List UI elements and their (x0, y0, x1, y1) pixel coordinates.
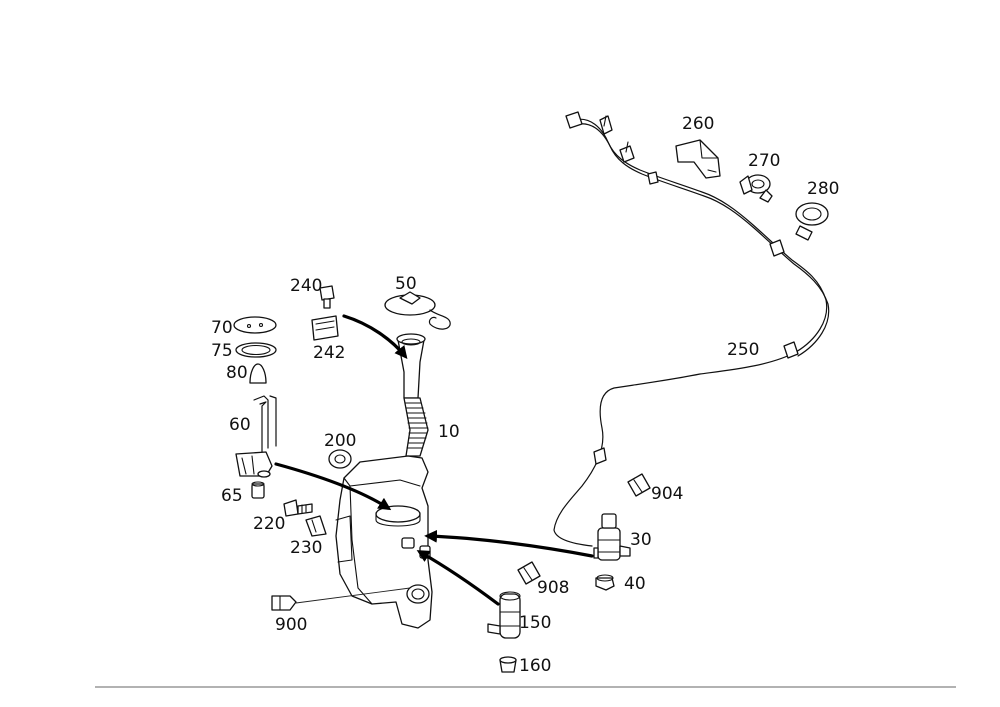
connector-904 (627, 473, 651, 497)
callout-50: 50 (395, 274, 417, 294)
level-sensor-240 (319, 285, 335, 309)
clamp-280 (795, 202, 829, 241)
seal-242 (311, 315, 339, 341)
grommet-40 (595, 574, 615, 591)
connector-900 (271, 587, 411, 611)
callout-260: 260 (682, 114, 714, 134)
callout-40: 40 (624, 574, 646, 594)
callout-270: 270 (748, 151, 780, 171)
callout-30: 30 (630, 530, 652, 550)
bolt-220 (283, 499, 313, 517)
seal-ring-75 (235, 342, 277, 358)
washer-pump-150 (487, 591, 521, 639)
cover-70 (233, 316, 277, 334)
hose-harness-250 (553, 111, 830, 547)
callout-200: 200 (324, 431, 356, 451)
filter-65 (251, 481, 265, 499)
callout-60: 60 (229, 415, 251, 435)
filler-cap-50 (384, 291, 451, 330)
callout-10: 10 (438, 422, 460, 442)
callout-65: 65 (221, 486, 243, 506)
callout-908: 908 (537, 578, 569, 598)
callout-240: 240 (290, 276, 322, 296)
connector-908 (517, 561, 541, 585)
callout-labels: 10 30 40 50 60 65 70 75 80 150 160 200 2… (211, 114, 839, 676)
washer-pump-30 (593, 513, 631, 561)
callout-70: 70 (211, 318, 233, 338)
washer-reservoir (335, 333, 433, 629)
bracket-260 (675, 139, 721, 179)
grommet-160 (499, 656, 517, 673)
callout-160: 160 (519, 656, 551, 676)
clamp-270 (739, 174, 773, 203)
callout-230: 230 (290, 538, 322, 558)
callout-75: 75 (211, 341, 233, 361)
grommet-200 (328, 449, 352, 469)
callout-280: 280 (807, 179, 839, 199)
callout-250: 250 (727, 340, 759, 360)
callout-150: 150 (519, 613, 551, 633)
pipe-assembly-60 (235, 395, 277, 478)
callout-900: 900 (275, 615, 307, 635)
callout-220: 220 (253, 514, 285, 534)
plug-80 (249, 363, 267, 384)
clip-230 (305, 515, 327, 537)
callout-242: 242 (313, 343, 345, 363)
callout-80: 80 (226, 363, 248, 383)
assembly-arrows (274, 314, 594, 606)
callout-904: 904 (651, 484, 683, 504)
